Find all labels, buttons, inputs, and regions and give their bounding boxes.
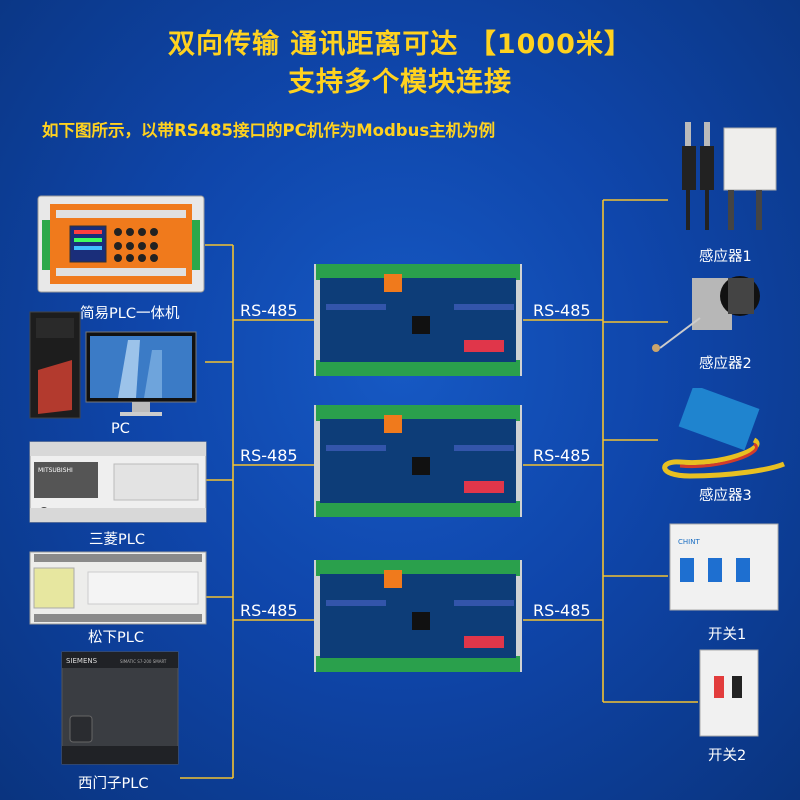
pc-image	[29, 311, 197, 419]
label-mitsubishi-plc: 三菱PLC	[89, 532, 145, 548]
sensor-3-humidity-image	[662, 388, 785, 479]
label-panasonic-plc: 松下PLC	[88, 630, 144, 646]
sensor-1-actuator-image	[682, 122, 777, 230]
rs485-label-right-1: RS-485	[533, 301, 591, 320]
siemens-brand-text: SIEMENS	[66, 657, 98, 665]
panasonic-plc-image	[29, 551, 207, 625]
label-sensor-2: 感应器2	[699, 356, 752, 372]
label-pc: PC	[111, 421, 130, 437]
label-sensor-1: 感应器1	[699, 249, 752, 265]
label-switch-1: 开关1	[708, 627, 747, 643]
main-title: 双向传输 通讯距离可达 【1000米】	[168, 29, 632, 60]
mitsubishi-brand-text: MITSUBISHI	[38, 467, 73, 474]
rs485-label-left-1: RS-485	[240, 301, 298, 320]
sensor-2-displacement-image	[652, 276, 760, 352]
switch-1-brand-text: CHINT	[678, 538, 700, 546]
subtitle: 如下图所示，以带RS485接口的PC机作为Modbus主机为例	[42, 121, 496, 140]
rs485-label-right-3: RS-485	[533, 601, 591, 620]
switch-2-breaker-image	[699, 649, 759, 737]
rs485-io-module-1	[314, 264, 522, 376]
label-switch-2: 开关2	[708, 748, 747, 764]
simple-plc-unit-image	[37, 195, 205, 293]
siemens-plc-image: SIEMENS SIMATIC S7-200 SMART	[61, 651, 179, 765]
rs485-io-module-3	[314, 560, 522, 672]
label-siemens-plc: 西门子PLC	[78, 776, 149, 792]
rs485-label-left-2: RS-485	[240, 446, 298, 465]
switch-1-breaker-image: CHINT	[669, 523, 779, 611]
siemens-model-text: SIMATIC S7-200 SMART	[120, 659, 167, 664]
rs485-label-left-3: RS-485	[240, 601, 298, 620]
label-sensor-3: 感应器3	[699, 488, 752, 504]
mitsubishi-plc-image: MITSUBISHI	[29, 441, 207, 523]
label-simple-plc: 简易PLC一体机	[80, 306, 180, 322]
rs485-io-module-2	[314, 405, 522, 517]
main-title-line2: 支持多个模块连接	[288, 67, 512, 98]
rs485-label-right-2: RS-485	[533, 446, 591, 465]
